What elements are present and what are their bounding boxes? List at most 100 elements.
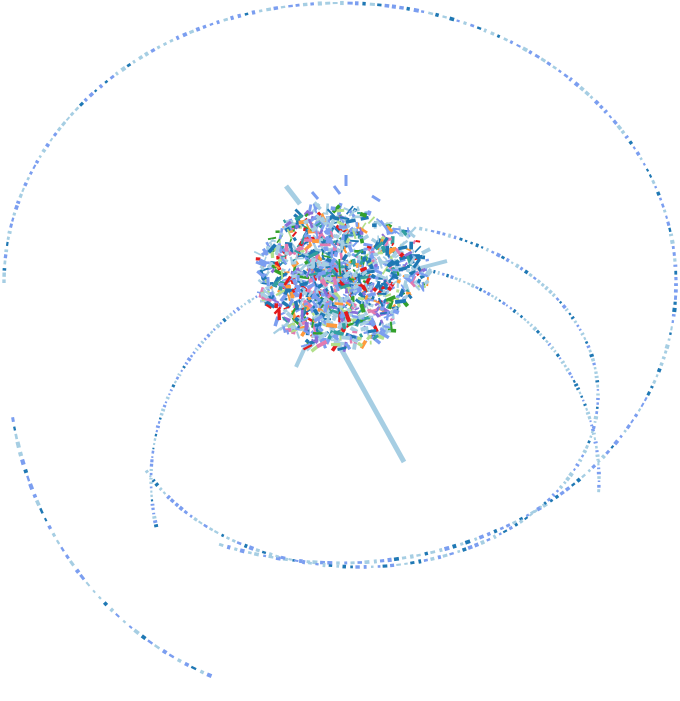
core-edge xyxy=(363,302,369,310)
core-edge xyxy=(324,235,334,245)
core-edge xyxy=(279,293,288,303)
lower-loop-edge xyxy=(494,296,498,301)
outer-ring-edge xyxy=(584,90,591,97)
lower-loop-edge xyxy=(168,393,171,396)
outer-ring-edge xyxy=(559,490,565,496)
core-edge xyxy=(402,294,409,301)
lower-loop-edge xyxy=(583,403,587,407)
lower-loop-edge xyxy=(199,669,205,675)
core-edge xyxy=(381,264,390,275)
outer-ring-edge xyxy=(669,332,672,336)
core-edge xyxy=(326,273,332,278)
core-edge xyxy=(350,299,355,308)
lower-loop-edge xyxy=(153,438,157,441)
inner-arc-edge xyxy=(564,307,569,312)
core-edge xyxy=(332,233,337,239)
lower-loop-edge xyxy=(560,360,566,365)
outer-ring-edge xyxy=(640,402,645,408)
inner-arc-edge xyxy=(519,266,524,271)
core-edge xyxy=(421,247,431,255)
lower-loop-edge xyxy=(14,433,19,440)
core-edge xyxy=(397,245,408,251)
outer-ring-edge xyxy=(442,15,448,19)
core-edge xyxy=(408,226,417,235)
core-edge xyxy=(280,256,288,266)
core-edge xyxy=(357,255,362,261)
core-edge xyxy=(354,248,364,258)
inner-arc-edge xyxy=(208,527,214,532)
inner-arc-edge xyxy=(198,520,203,525)
core-edge xyxy=(406,255,413,267)
core-edge xyxy=(296,315,300,319)
inner-arc-edge xyxy=(589,353,595,358)
core-edge xyxy=(332,185,342,195)
core-edge xyxy=(359,238,365,244)
outer-ring-edge xyxy=(387,557,392,563)
lower-loop-edge xyxy=(441,272,445,276)
core-edge xyxy=(357,313,366,319)
outer-ring-edges xyxy=(2,0,678,565)
inner-arc-edge xyxy=(457,549,461,554)
inner-arc-edge xyxy=(578,328,582,332)
outer-ring-edge xyxy=(668,233,674,237)
inner-arc-edge xyxy=(502,529,508,534)
lower-loop-edge xyxy=(128,625,133,629)
core-edge xyxy=(385,281,393,289)
outer-ring-edge xyxy=(188,29,195,35)
lower-loop-edge xyxy=(168,653,175,659)
outer-ring-edge xyxy=(275,555,281,561)
core-edge xyxy=(375,219,383,228)
lower-loop-edge xyxy=(578,391,582,395)
core-edge xyxy=(261,275,267,281)
core-edge xyxy=(327,300,333,306)
lower-loop-edge xyxy=(519,314,524,319)
outer-ring-edge xyxy=(233,547,238,552)
core-edge xyxy=(280,270,284,280)
outer-ring-edge xyxy=(391,4,397,9)
lower-loop-edge xyxy=(516,312,520,316)
core-edge xyxy=(281,255,287,258)
outer-ring-edge xyxy=(656,367,662,373)
core-edge xyxy=(301,316,309,322)
core-edge xyxy=(313,314,324,323)
inner-arc-edge xyxy=(430,556,435,562)
core-edge xyxy=(311,300,319,309)
outer-ring-edge xyxy=(38,154,42,159)
outer-ring-edge xyxy=(384,3,390,8)
core-edge xyxy=(264,284,274,291)
lower-loop-edge xyxy=(175,376,180,380)
outer-ring-edge xyxy=(218,542,224,547)
outer-ring-edge xyxy=(518,516,524,521)
core-edge xyxy=(337,240,342,244)
lower-loop-edge xyxy=(593,437,597,441)
core-edge xyxy=(367,216,376,225)
outer-ring-edge xyxy=(655,373,659,378)
lower-loop-edge xyxy=(505,304,509,307)
core-edge xyxy=(305,228,308,235)
outer-ring-edge xyxy=(143,51,150,57)
inner-arc-edge xyxy=(539,505,543,509)
core-edge xyxy=(345,265,348,271)
outer-ring-edge xyxy=(665,215,669,220)
core-edge xyxy=(304,211,314,216)
lower-loop-edge xyxy=(74,568,81,574)
core-edge xyxy=(319,229,324,234)
core-edge xyxy=(283,306,290,311)
core-edge xyxy=(401,229,408,237)
outer-ring-edge xyxy=(56,126,62,132)
core-edge xyxy=(285,311,294,319)
core-edge xyxy=(374,312,381,318)
core-edge xyxy=(303,242,313,252)
core-edge xyxy=(347,244,354,253)
outer-ring-edge xyxy=(473,537,478,542)
core-edge xyxy=(398,252,405,258)
lower-loop-edge xyxy=(498,299,502,303)
inner-arc-edge xyxy=(467,544,473,550)
inner-arc-edge xyxy=(243,543,248,549)
core-edge xyxy=(307,250,319,259)
core-edge xyxy=(304,212,309,218)
inner-arc-edge xyxy=(568,471,574,478)
outer-ring-edge xyxy=(666,221,671,227)
lower-loop-edge xyxy=(102,601,109,607)
inner-arc-edge xyxy=(307,561,313,565)
